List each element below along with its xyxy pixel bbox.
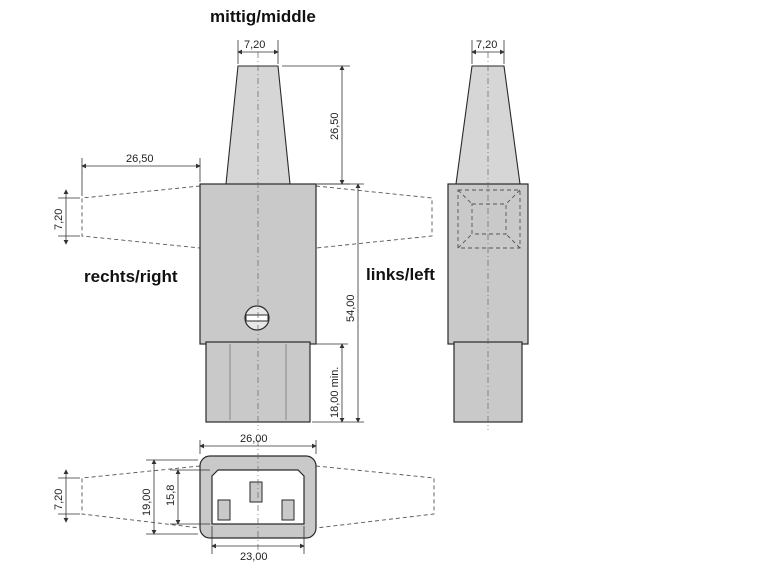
dim-top-height: 26,50 [329, 112, 341, 140]
bottom-view [81, 440, 435, 556]
ghost-cable-right [81, 185, 201, 249]
label-right: rechts/right [84, 267, 178, 286]
contact-right [281, 499, 295, 521]
dim-lower-min: 18,00 min. [329, 367, 341, 418]
bottom-ghost-cable-left [315, 465, 435, 529]
screw-icon [244, 305, 270, 331]
left-view-dimensions: 7,20 [471, 39, 505, 64]
dim-face-outer-width: 26,00 [240, 433, 268, 445]
dim-body-height: 54,00 [345, 294, 357, 322]
dim-left-view-width: 7,20 [476, 39, 497, 51]
label-left: links/left [366, 265, 435, 284]
dim-face-inner-height: 15,8 [165, 485, 177, 506]
dim-face-height: 19,00 [141, 488, 153, 516]
dim-side-length: 26,50 [126, 153, 154, 165]
ghost-cable-left [315, 185, 433, 249]
dim-top-width: 7,20 [244, 39, 265, 51]
bottom-view-dimensions: 26,00 23,00 19,00 15,8 7,20 [53, 433, 317, 563]
contact-left [217, 499, 231, 521]
dim-side-width: 7,20 [53, 209, 65, 230]
left-view [447, 52, 529, 430]
label-middle: mittig/middle [210, 7, 316, 26]
dim-bottom-cable-width: 7,20 [53, 489, 65, 510]
contact-earth [249, 481, 263, 503]
middle-dimensions: 7,20 26,50 26,50 7,20 54,00 18,00 min. [53, 39, 364, 423]
dim-face-inner-width: 23,00 [240, 551, 268, 563]
middle-view [81, 52, 433, 430]
